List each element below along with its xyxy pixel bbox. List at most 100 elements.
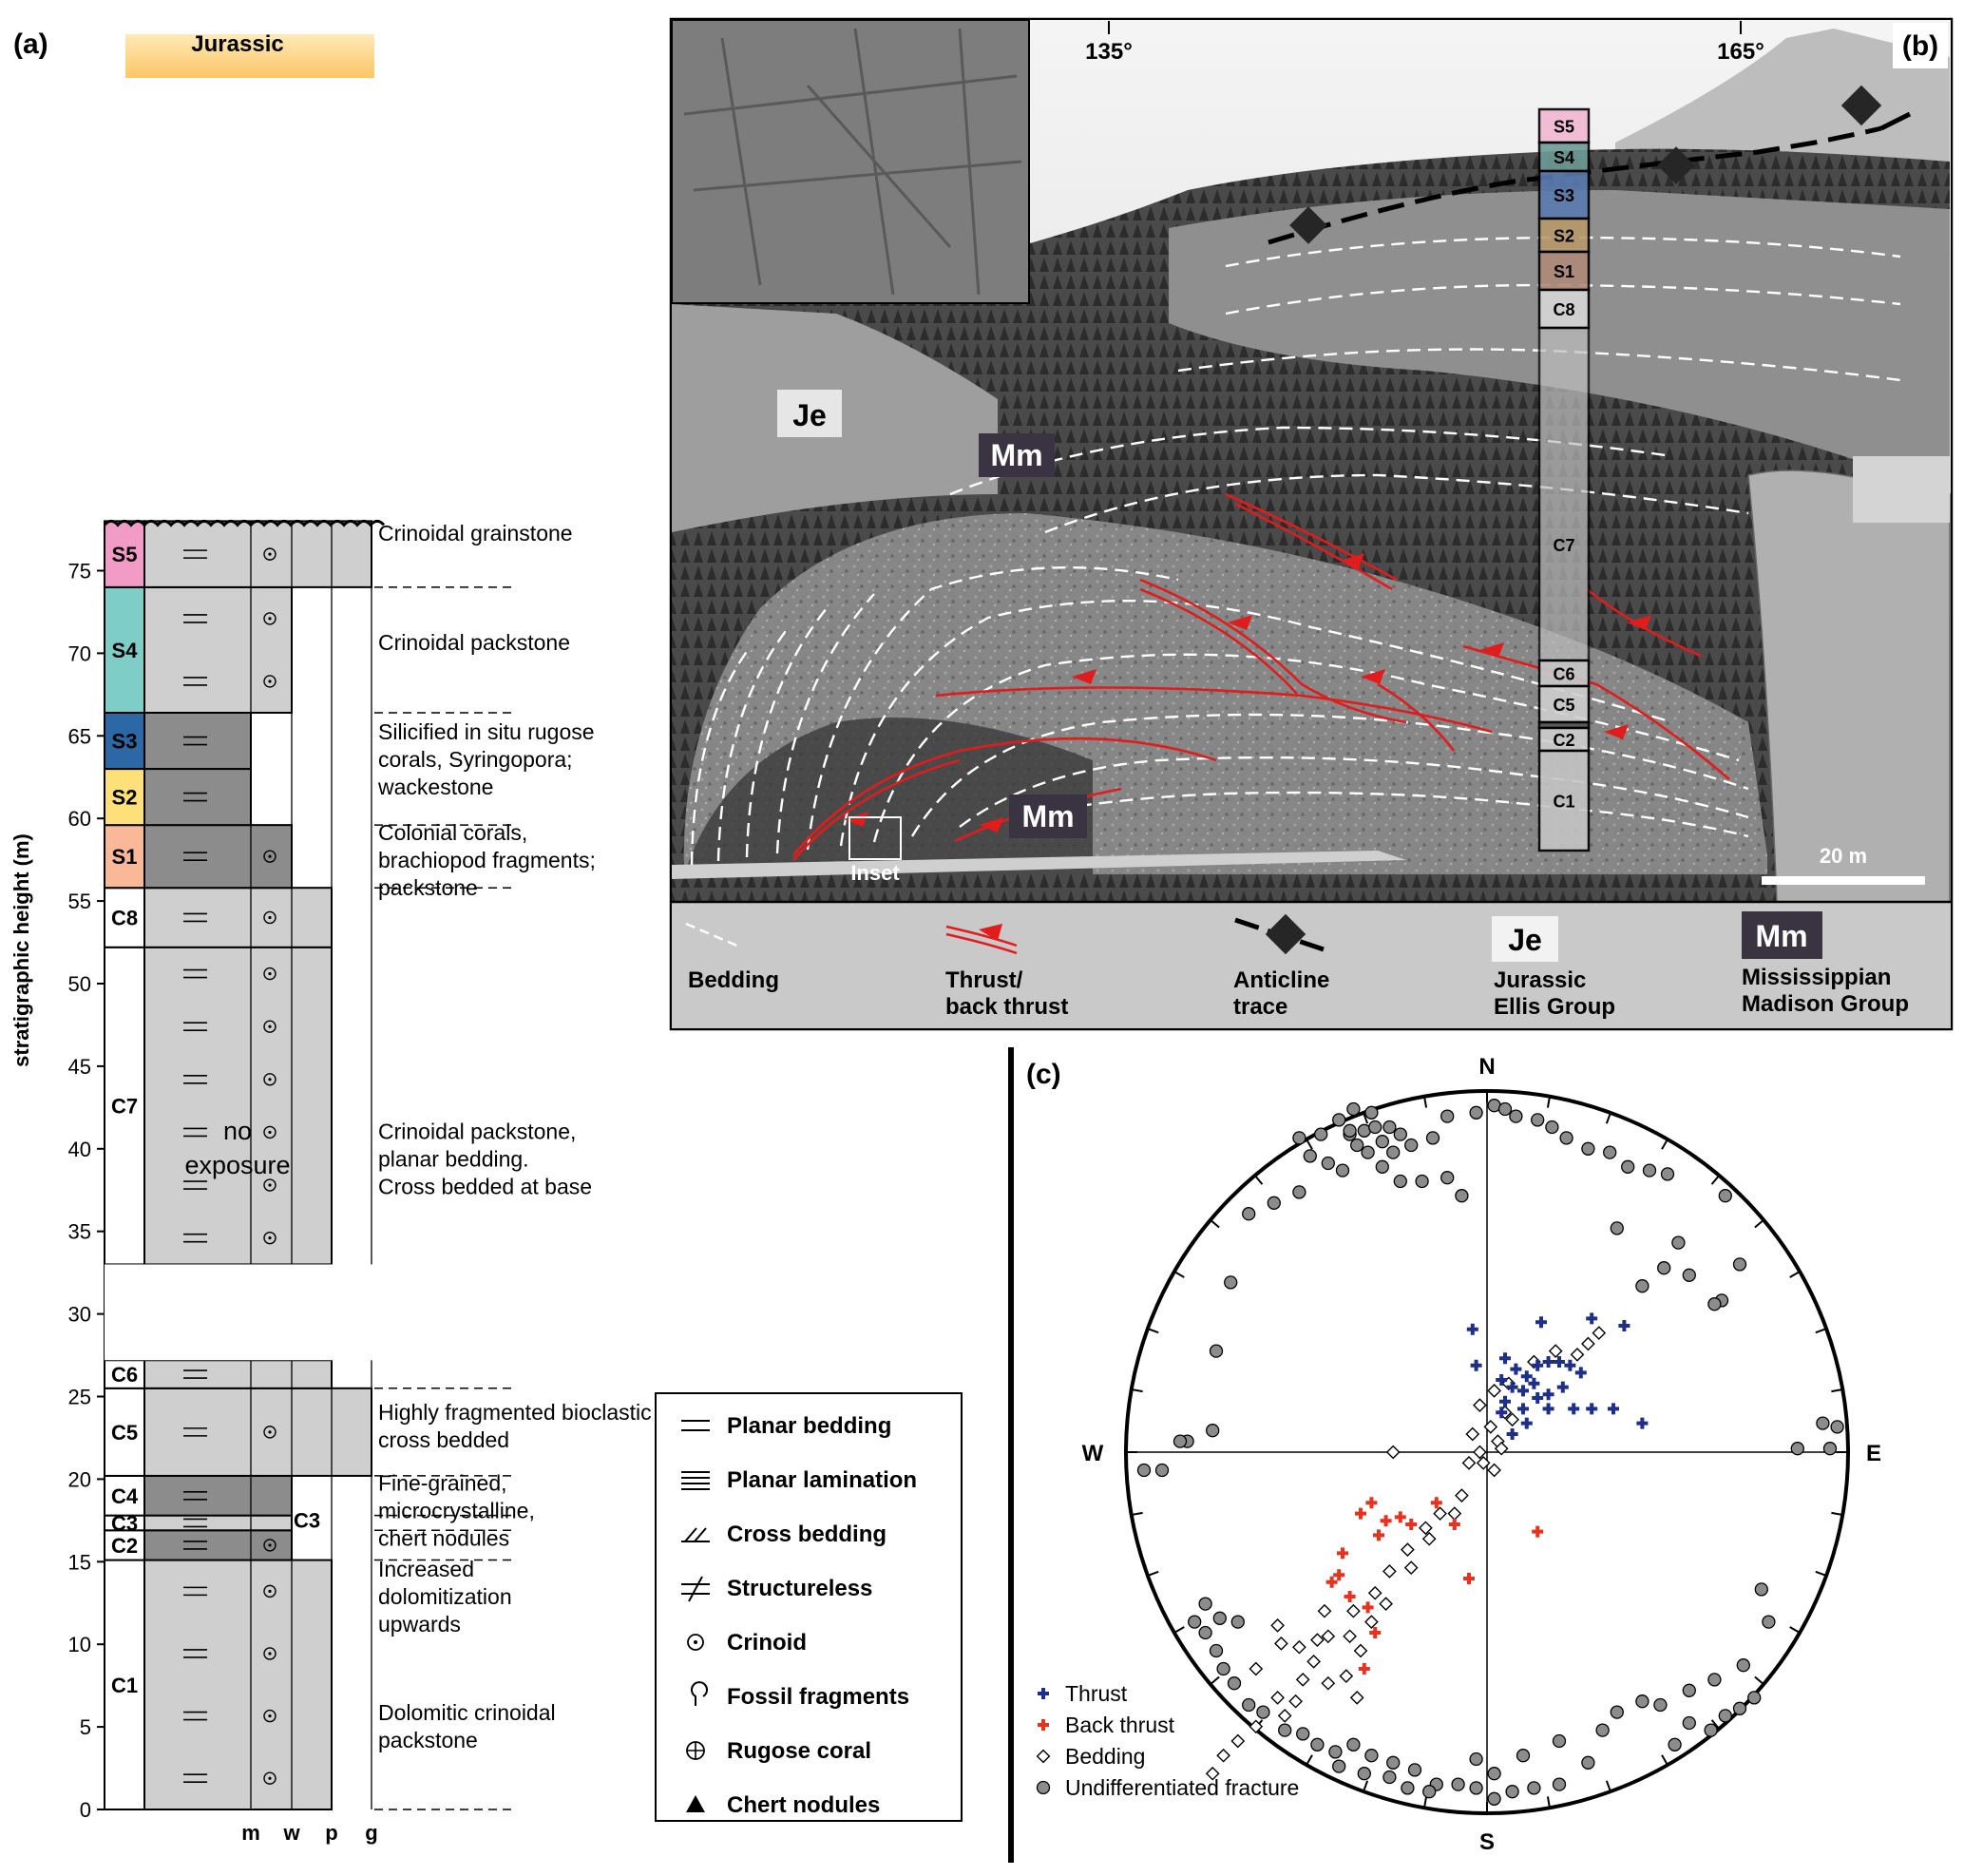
point-bedding-28	[1343, 1629, 1357, 1644]
point-bedding-30	[1379, 1597, 1393, 1611]
photo-column-label-s3: S3	[1554, 186, 1574, 205]
y-axis-label: stratigraphic height (m)	[10, 833, 33, 1067]
unit-lithology-s2	[143, 768, 252, 827]
thrust-line-10	[1377, 682, 1456, 752]
stereonet-tick	[1789, 1626, 1801, 1634]
photo-column-cell-c2	[1537, 726, 1591, 753]
point-undifferentiated-fracture-46	[1154, 1463, 1170, 1478]
point-bedding-18	[1433, 1506, 1447, 1521]
point-undifferentiated-fracture-21	[1621, 1159, 1635, 1174]
point-bedding-51	[1505, 1412, 1519, 1427]
point-bedding-31	[1403, 1560, 1419, 1575]
stereonet	[1124, 1089, 1850, 1815]
legend-label-back-thrust: Back thrust	[1065, 1713, 1175, 1737]
unit-description-0: Crinoidal grainstone	[378, 521, 573, 546]
photo-column-cell-s4	[1537, 141, 1591, 173]
y-tick-label: 40	[68, 1138, 91, 1161]
point-undifferentiated-fracture-88	[1227, 1676, 1242, 1691]
legend-fossil-fragments-symbol	[691, 1681, 708, 1706]
road	[672, 851, 1406, 879]
point-back-thrust-15	[1532, 1525, 1544, 1538]
crinoid-symbol	[263, 1426, 276, 1439]
bedding-line-5	[839, 600, 1673, 847]
y-tick-label: 50	[68, 972, 91, 996]
point-thrust-17	[1542, 1388, 1554, 1401]
thrust-arrow-2	[1072, 669, 1096, 684]
point-undifferentiated-fracture-34	[1415, 1174, 1429, 1189]
point-undifferentiated-fracture-52	[1707, 1297, 1722, 1311]
point-undifferentiated-fracture-105	[1668, 1737, 1682, 1752]
point-thrust-15	[1517, 1385, 1529, 1397]
point-undifferentiated-fracture-51	[1635, 1279, 1649, 1293]
point-bedding-6	[1487, 1384, 1501, 1398]
y-tick-label: 60	[68, 807, 91, 831]
crinoid-symbol	[263, 675, 276, 688]
point-undifferentiated-fracture-12	[1469, 1105, 1483, 1120]
unit-label-c7: C7	[111, 1095, 138, 1119]
stereonet-ticks	[1126, 1091, 1848, 1813]
legend-je-box: Je	[1508, 923, 1542, 957]
legend-thrust-label-1: Thrust/	[945, 967, 1023, 993]
point-back-thrust-1	[1355, 1507, 1366, 1520]
stereonet-tick	[1831, 1388, 1843, 1393]
point-thrust-2	[1535, 1316, 1547, 1329]
inset-label: Inset	[850, 861, 900, 885]
point-undifferentiated-fracture-19	[1581, 1141, 1595, 1156]
crinoid-symbol	[263, 1020, 276, 1033]
point-undifferentiated-fracture-109	[1732, 1701, 1747, 1715]
point-bedding-2	[1570, 1348, 1585, 1362]
crinoid-symbol	[263, 612, 276, 625]
point-thrust-26	[1636, 1417, 1649, 1429]
point-undifferentiated-fracture-85	[1278, 1723, 1292, 1737]
point-bedding-35	[1310, 1633, 1325, 1647]
stereonet-tick	[1210, 1218, 1220, 1229]
point-bedding-17	[1385, 1445, 1401, 1460]
bedding-line-6	[872, 653, 1740, 843]
point-bedding-48	[1295, 1673, 1310, 1687]
legend-label-planar-lamination: Planar lamination	[727, 1467, 917, 1493]
photo-column-label-c7: C7	[1553, 536, 1574, 555]
photo-column-cell-c5	[1537, 684, 1591, 724]
jurassic-band	[125, 34, 374, 78]
point-undifferentiated-fracture-64	[1707, 1673, 1722, 1687]
point-undifferentiated-fracture-44	[1206, 1424, 1220, 1438]
y-tick-label: 0	[80, 1798, 91, 1822]
photo-column-label-s1: S1	[1554, 262, 1574, 281]
point-undifferentiated-fracture-25	[1321, 1156, 1335, 1171]
unit-label-s1: S1	[112, 845, 138, 869]
stereonet-tick	[1605, 1780, 1611, 1792]
point-back-thrust-5	[1405, 1519, 1418, 1530]
azimuth-165: 165°	[1717, 39, 1764, 65]
point-bedding-41	[1249, 1719, 1264, 1734]
crinoid-symbol	[263, 1709, 276, 1723]
point-bedding-27	[1339, 1669, 1354, 1683]
legend-symbol-thrust	[1038, 1688, 1049, 1699]
point-thrust-8	[1532, 1359, 1544, 1371]
thrust-arrow-3	[1361, 669, 1385, 684]
stereonet-tick	[1423, 1096, 1428, 1108]
bedding-line-12	[1044, 473, 1749, 534]
point-undifferentiated-fracture-37	[1292, 1185, 1306, 1199]
legend-structureless-symbol	[681, 1576, 710, 1602]
crinoid-symbol	[263, 547, 276, 561]
point-undifferentiated-fracture-15	[1509, 1109, 1523, 1123]
legend-symbol-back-thrust	[1038, 1719, 1049, 1731]
point-back-thrust-4	[1394, 1511, 1406, 1523]
inset-fractures	[683, 28, 1022, 296]
point-undifferentiated-fracture-50	[1657, 1261, 1671, 1275]
thrust-arrow-5	[1340, 553, 1364, 568]
panel-b-outcrop-photo: 135° 165° (b) Je Mm Mm Inset 20 m S5S4S3…	[669, 17, 1954, 1031]
unit-lithology-s5	[143, 520, 372, 588]
photo-column-label-c1: C1	[1553, 793, 1574, 812]
point-undifferentiated-fracture-29	[1332, 1113, 1346, 1127]
point-bedding-15	[1487, 1463, 1501, 1478]
point-undifferentiated-fracture-43	[1173, 1434, 1188, 1448]
point-back-thrust-14	[1358, 1663, 1370, 1675]
point-undifferentiated-fracture-31	[1364, 1105, 1379, 1120]
unit-name-cell-c6	[104, 1359, 145, 1389]
crinoid-symbol	[263, 910, 276, 925]
point-undifferentiated-fracture-53	[1732, 1257, 1747, 1272]
